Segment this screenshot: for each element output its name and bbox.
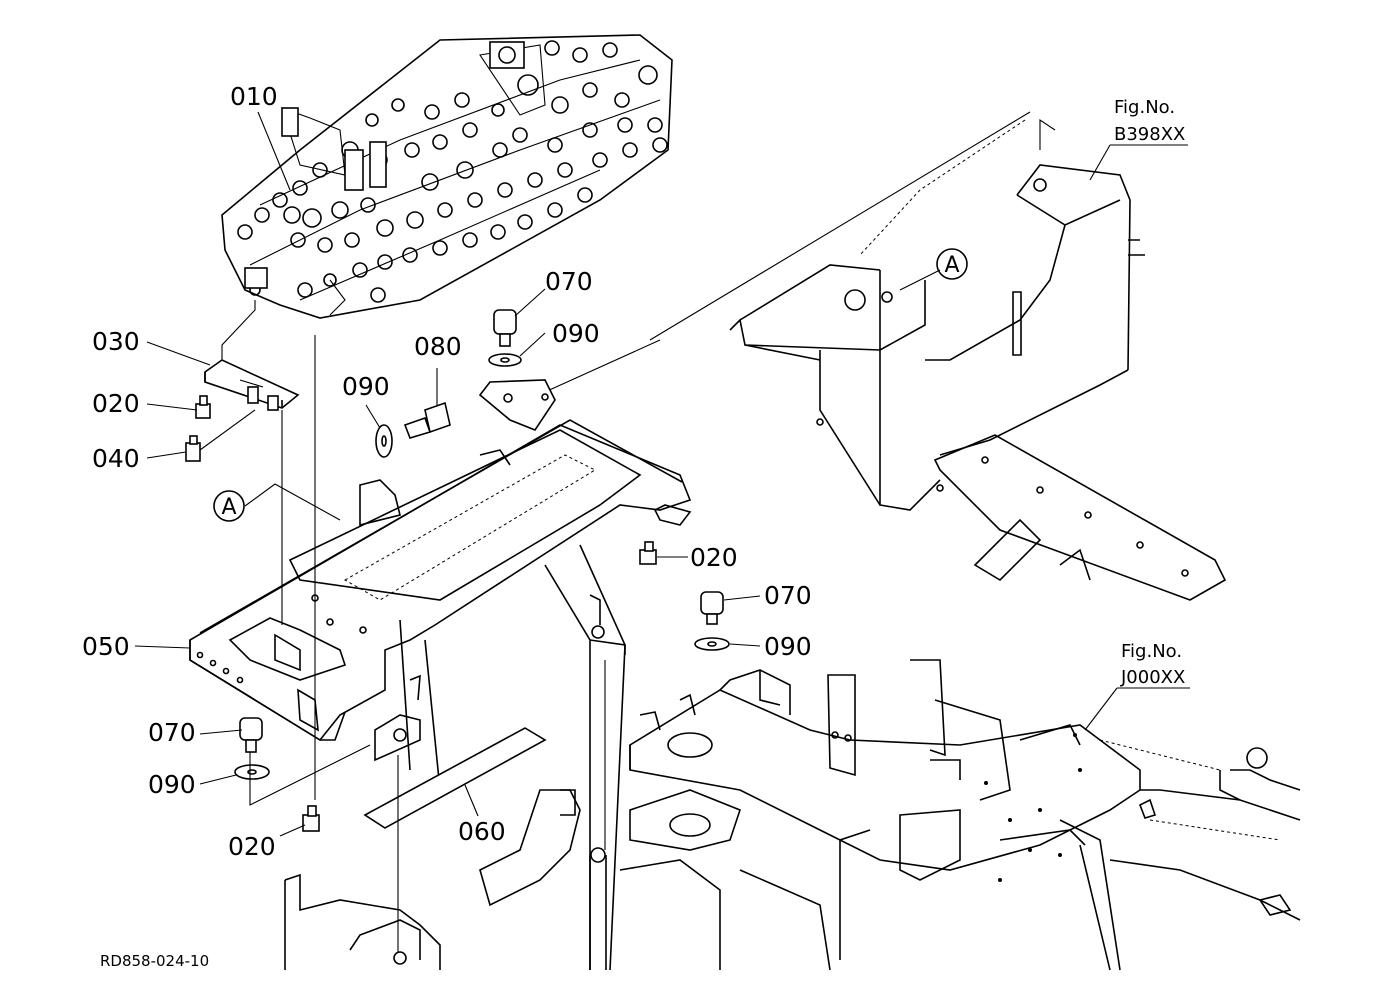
rubber-mount-070-c [239, 717, 263, 753]
bracket-030 [204, 300, 300, 411]
main-frame-j000xx [284, 659, 1301, 971]
bolt-020-b [639, 541, 657, 565]
bolt-020-c [302, 805, 320, 832]
part-label-070: 070 [764, 581, 812, 610]
fig-ref-title: Fig.No. [1114, 97, 1175, 118]
part-label-010: 010 [230, 82, 278, 111]
svg-text:A: A [944, 253, 959, 278]
part-label-070: 070 [148, 718, 196, 747]
part-label-080: 080 [414, 332, 462, 361]
rubber-mount-070-b [700, 591, 724, 625]
support-plate-050 [189, 419, 692, 742]
fig-ref-code: B398XX [1114, 124, 1185, 145]
callout-a-right: A [936, 248, 968, 280]
part-label-030: 030 [92, 327, 140, 356]
rubber-mount-070-a [493, 309, 517, 347]
drawing-code: RD858-024-10 [100, 952, 209, 970]
bolt-020-a [195, 395, 211, 419]
fig-ref-code: J000XX [1120, 667, 1185, 688]
fig-ref-title: Fig.No. [1121, 641, 1182, 662]
part-label-060: 060 [458, 817, 506, 846]
part-label-040: 040 [92, 444, 140, 473]
mount-bracket-upper [478, 379, 556, 431]
part-label-090: 090 [342, 372, 390, 401]
part-label-020: 020 [92, 389, 140, 418]
part-label-020: 020 [690, 543, 738, 572]
part-label-090: 090 [764, 632, 812, 661]
shim-060 [363, 727, 547, 829]
tank-assembly-b398xx [729, 118, 1227, 601]
bolt-080 [403, 401, 451, 439]
svg-text:A: A [221, 495, 236, 520]
washer-090-b [375, 424, 393, 458]
washer-090-a [488, 353, 522, 367]
part-label-090: 090 [148, 770, 196, 799]
leader-lines [134, 111, 1190, 837]
part-label-090: 090 [552, 319, 600, 348]
part-label-050: 050 [82, 632, 130, 661]
callout-a-left: A [213, 490, 245, 522]
control-valve-010 [221, 34, 673, 319]
washer-090-c [694, 637, 730, 651]
bolt-040 [185, 435, 201, 462]
washer-090-d [234, 764, 270, 780]
part-label-070: 070 [545, 267, 593, 296]
part-label-020: 020 [228, 832, 276, 861]
support-legs [374, 544, 626, 971]
